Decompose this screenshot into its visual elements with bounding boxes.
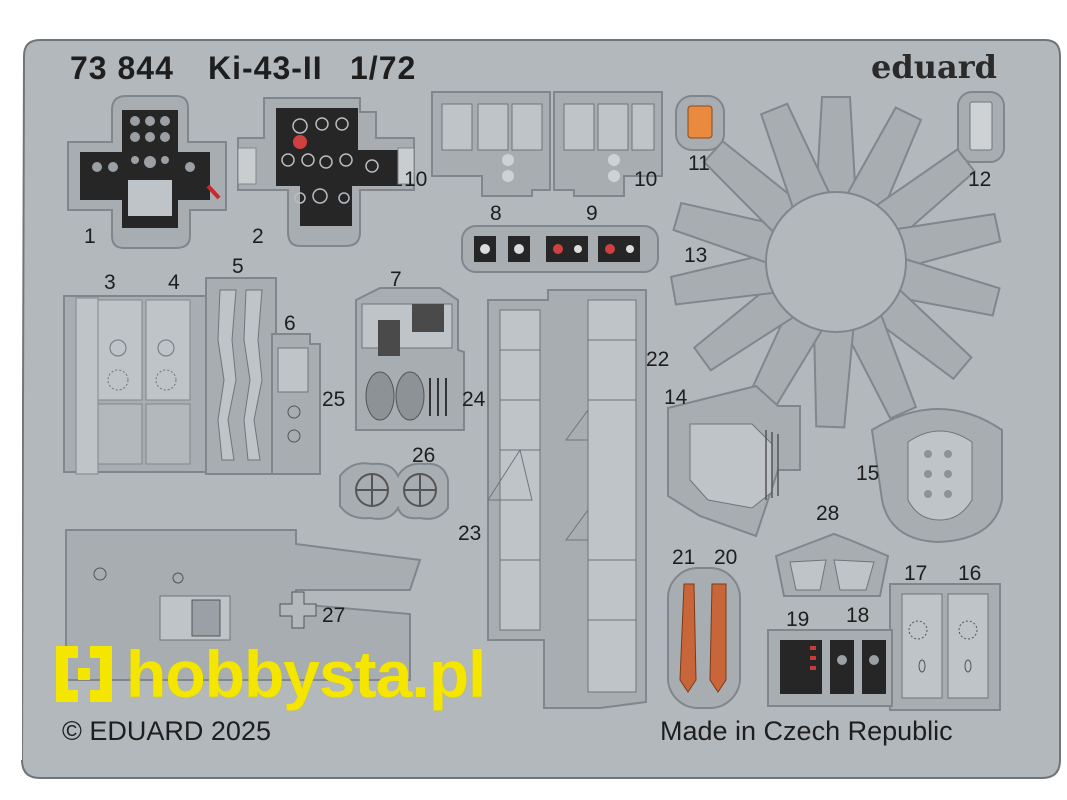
part-15 — [870, 408, 1003, 544]
part-number-label: 24 — [462, 388, 486, 411]
part-number-label: 4 — [168, 271, 180, 294]
part-number-label: 11 — [688, 152, 710, 175]
part-number-label: 28 — [816, 502, 839, 525]
catalog-number: 73 844 — [70, 50, 174, 86]
part-number-label: 10 — [404, 168, 427, 191]
part-number-label: 16 — [958, 562, 981, 585]
part-26 — [339, 462, 449, 520]
watermark-text: hobbysta.pl — [126, 637, 486, 711]
part-number-label: 23 — [458, 522, 481, 545]
part-number-label: 1 — [84, 225, 96, 248]
fret-notch-left — [8, 56, 22, 760]
part-28 — [774, 532, 890, 597]
part-12 — [957, 91, 1005, 163]
part-20-21-belts — [667, 567, 741, 709]
part-16-17 — [889, 583, 1001, 711]
part-2 — [237, 97, 415, 247]
part-labels: 1 2 3 4 5 6 7 8 9 10 10 11 12 13 14 15 1… — [84, 152, 991, 631]
part-number-label: 9 — [586, 202, 598, 225]
model-name: Ki-43-II — [208, 50, 323, 86]
part-number-label: 3 — [104, 271, 116, 294]
part-number-label: 5 — [232, 255, 244, 278]
part-number-label: 6 — [284, 312, 296, 335]
part-number-label: 20 — [714, 546, 737, 569]
part-number-label: 14 — [664, 386, 688, 409]
part-27 — [65, 529, 422, 681]
part-13-engine — [669, 96, 1002, 429]
part-number-label: 2 — [252, 225, 264, 248]
part-number-label: 19 — [786, 608, 809, 631]
part-number-label: 17 — [904, 562, 927, 585]
part-10 — [431, 91, 663, 197]
part-number-label: 8 — [490, 202, 502, 225]
part-number-label: 18 — [846, 604, 869, 627]
part-number-label: 15 — [856, 462, 879, 485]
part-8-9 — [461, 225, 659, 273]
part-22-23 — [487, 289, 647, 709]
part-number-label: 7 — [390, 268, 402, 291]
origin-text: Made in Czech Republic — [660, 716, 953, 746]
part-number-label: 21 — [672, 546, 695, 569]
part-number-label: 27 — [322, 604, 345, 627]
part-number-label: 12 — [968, 168, 991, 191]
part-14 — [667, 384, 801, 538]
part-number-label: 22 — [646, 348, 669, 371]
part-number-label: 26 — [412, 444, 435, 467]
part-3-4 — [63, 295, 209, 475]
part-7-24-25 — [355, 287, 465, 431]
watermark-logo-icon — [48, 638, 120, 710]
part-11 — [675, 95, 725, 151]
scale-label: 1/72 — [350, 50, 417, 86]
part-number-label: 10 — [634, 168, 657, 191]
part-5 — [205, 277, 277, 475]
part-6 — [271, 333, 321, 475]
part-number-label: 25 — [322, 388, 345, 411]
part-1 — [67, 95, 227, 249]
part-18-19 — [767, 629, 893, 707]
copyright-text: © EDUARD 2025 — [62, 716, 271, 746]
part-number-label: 13 — [684, 244, 707, 267]
brand-logo: eduard — [871, 48, 997, 86]
watermark: hobbysta.pl — [48, 634, 486, 714]
